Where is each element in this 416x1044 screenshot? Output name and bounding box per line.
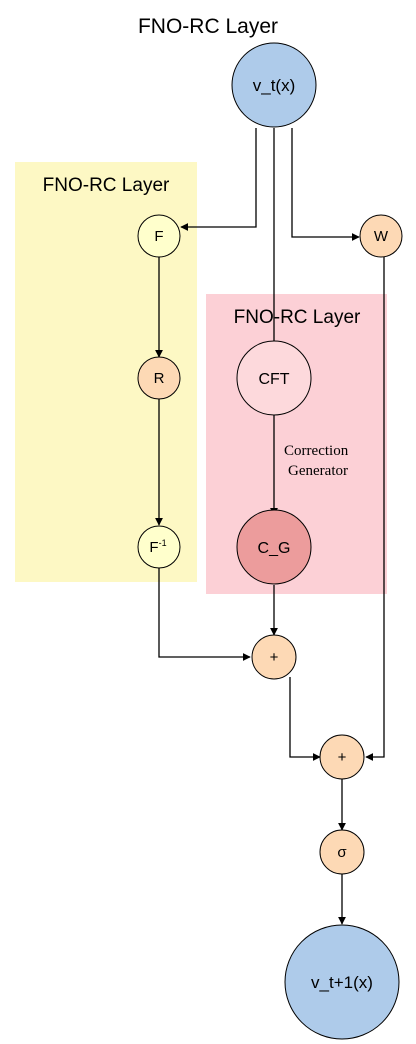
node-w	[359, 214, 403, 258]
node-output-label: v_t+1(x)	[311, 973, 373, 992]
node-plus2-label: +	[338, 749, 347, 766]
edge-label-line-2: Generator	[288, 463, 348, 479]
node-sigma-label: σ	[337, 844, 347, 861]
node-r	[137, 356, 181, 400]
edge-label-correction-generator: Correction Generator	[284, 443, 352, 479]
edge-input-to-fourier	[180, 128, 257, 231]
diagram-title: FNO-RC Layer	[138, 15, 278, 38]
edge-label-line-1: Correction	[284, 443, 349, 459]
node-input	[231, 42, 317, 128]
node-cg-label: C_G	[258, 540, 291, 557]
node-inverse-base: F	[149, 539, 158, 556]
node-r-label: R	[154, 370, 165, 387]
node-cft-label: CFT	[258, 371, 289, 388]
edge-plus1-to-plus2	[289, 677, 321, 761]
node-w-label: W	[374, 228, 389, 245]
node-fourier-label: F	[154, 228, 163, 245]
edge-w-to-plus2	[365, 255, 385, 761]
edge-input-to-w	[291, 128, 360, 241]
node-plus1-label: +	[270, 649, 279, 666]
node-output	[284, 924, 400, 1040]
right-group-label: FNO-RC Layer	[234, 307, 361, 328]
node-fourier	[137, 214, 181, 258]
node-cft	[236, 340, 312, 416]
node-inverse-label: F-1	[149, 538, 166, 556]
node-input-label: v_t(x)	[253, 76, 296, 95]
node-inverse-superscript: -1	[159, 538, 167, 548]
left-group-label: FNO-RC Layer	[43, 175, 170, 196]
node-plus1	[251, 634, 297, 680]
node-sigma	[319, 829, 365, 875]
node-plus2	[319, 734, 365, 780]
node-inverse	[137, 525, 181, 569]
edge-inverse-to-plus1	[158, 566, 251, 661]
node-cg	[236, 509, 312, 585]
